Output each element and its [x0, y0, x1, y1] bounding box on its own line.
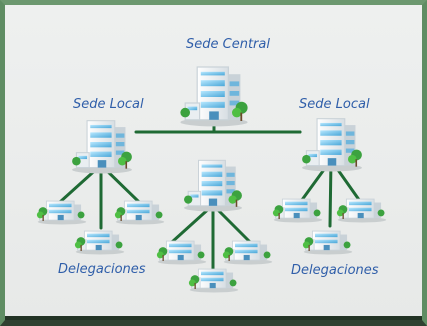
- head-office-label: Sede Central: [186, 37, 270, 52]
- local-office-right-label: Sede Local: [299, 97, 370, 112]
- branch-building-l1: [36, 200, 87, 225]
- branch-building-r2: [336, 198, 387, 223]
- branch-building-m1: [156, 240, 207, 265]
- branch-building-r3: [302, 230, 353, 255]
- local-office-left-building: [71, 120, 133, 174]
- head-office-building: [179, 66, 249, 127]
- branch-building-m2: [222, 240, 273, 265]
- branch-building-r1: [272, 198, 323, 223]
- branches-left-label: Delegaciones: [58, 262, 146, 277]
- branch-building-l3: [74, 230, 125, 255]
- branch-building-l2: [114, 200, 165, 225]
- local-office-right-building: [301, 118, 363, 172]
- local-office-left-label: Sede Local: [73, 97, 144, 112]
- branches-right-label: Delegaciones: [291, 263, 379, 278]
- central-branch-building: [183, 159, 243, 212]
- branch-building-m3: [188, 268, 239, 293]
- bottom-shadow: [5, 316, 422, 320]
